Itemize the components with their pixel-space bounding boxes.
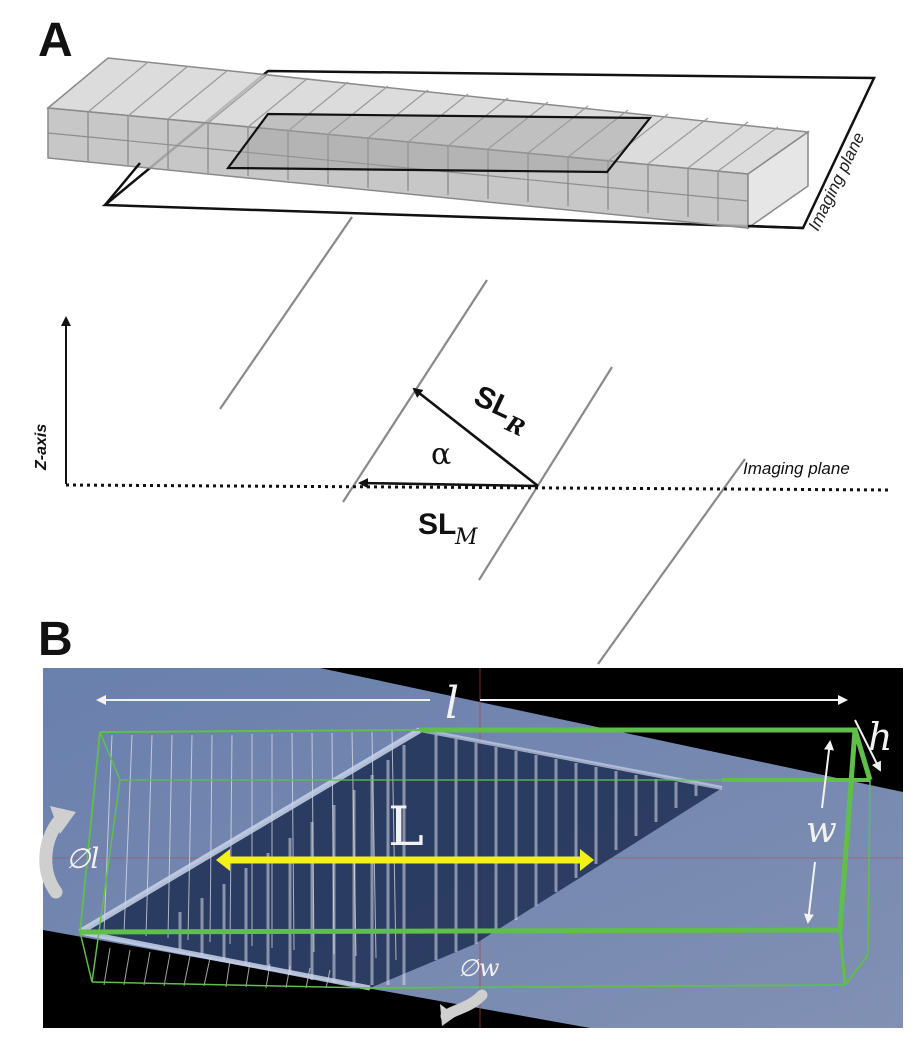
panel-a: A [33,14,891,665]
rotation-w-label: ∅w [458,954,500,982]
panel-a-letter: A [38,14,73,67]
slab-imaging-plane-label: Imaging plane [805,129,869,233]
z-axis-label: Z-axis [33,424,50,471]
slr-label: SL R [469,379,529,442]
rotation-w-icon [440,989,488,1026]
panel-b: B [38,613,903,1028]
slr-arrow [412,387,539,488]
height-h-arrow [854,719,881,772]
imaging-plane-line [65,483,891,492]
fiber-length-arrow [216,849,594,871]
slice-lines [219,216,746,665]
voxel-box [79,727,873,989]
slm-label-base: SL [418,508,456,541]
width-w-arrow [803,740,835,924]
height-h-label: h [868,715,892,759]
slm-label-subscript: M [454,525,478,550]
fiber-length-label: L [388,795,424,858]
length-l-label: l [445,678,459,729]
rotation-l-icon [39,806,76,899]
angle-alpha-label: α [431,437,451,472]
width-w-label: w [806,810,837,851]
panel-b-letter: B [38,613,73,666]
voxel-slab [46,57,811,230]
slm-arrow [358,478,539,489]
imaging-plane-label: Imaging plane [743,459,850,478]
rotation-l-label: ∅l [66,842,99,875]
slm-label: SL M [418,508,478,550]
imaging-plane-inner-outline [104,112,804,230]
